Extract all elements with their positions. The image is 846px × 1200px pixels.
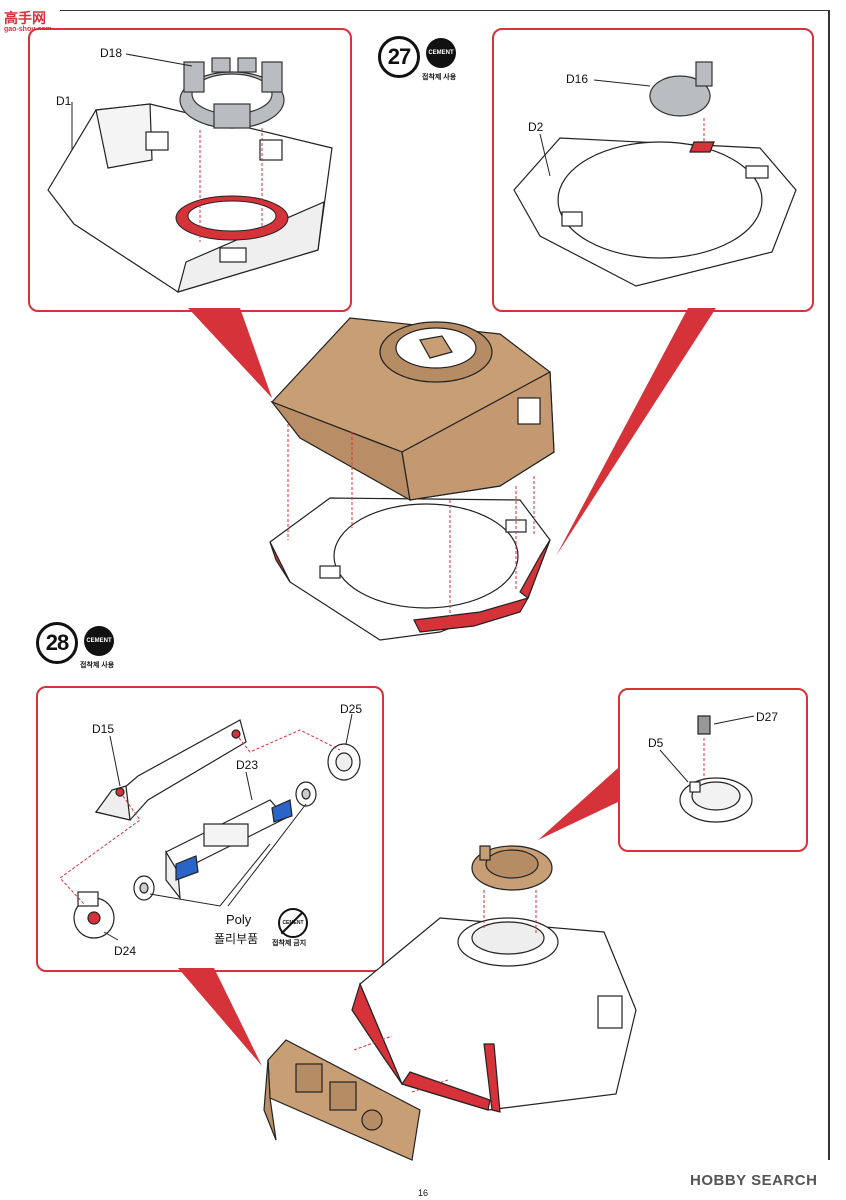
panel-d5-d27 bbox=[618, 688, 808, 852]
cement-badge-28: CEMENT bbox=[86, 638, 112, 644]
leader-poly-1 bbox=[149, 843, 271, 907]
page-number: 16 bbox=[418, 1188, 429, 1198]
leader-poly-2 bbox=[227, 803, 307, 907]
cement-note-27: 접착제 사용 bbox=[422, 74, 457, 81]
label-d5: D5 bbox=[648, 736, 664, 750]
part-d5 bbox=[679, 777, 753, 823]
guide-lines-27 bbox=[287, 424, 535, 622]
assembly-d5-tan bbox=[471, 845, 553, 891]
label-poly-ko: 폴리부품 bbox=[214, 932, 259, 946]
assembly-turret-28 bbox=[351, 917, 637, 1113]
leader-d16 bbox=[593, 79, 651, 87]
page-border-right bbox=[828, 10, 830, 1160]
label-d2: D2 bbox=[528, 120, 544, 134]
watermark-url: gao-shou.com bbox=[4, 26, 52, 33]
assembly-mantlet-tan bbox=[263, 1039, 421, 1161]
callout-pointer-left-28 bbox=[178, 968, 262, 1066]
label-d1: D1 bbox=[56, 94, 72, 108]
cement-icon-28: CEMENT bbox=[84, 626, 114, 656]
leader-d15 bbox=[109, 735, 121, 787]
part-d2-base bbox=[513, 137, 797, 287]
label-poly: Poly bbox=[226, 912, 252, 927]
assembly-turret-body bbox=[270, 317, 555, 502]
leader-d24 bbox=[103, 931, 119, 941]
cement-badge-27: CEMENT bbox=[428, 50, 454, 56]
assembly-base-d2 bbox=[269, 497, 551, 641]
no-cement-badge: CEMENT bbox=[282, 920, 304, 926]
step-28-number: 28 bbox=[36, 622, 78, 664]
part-d25 bbox=[327, 743, 361, 781]
leader-d18 bbox=[125, 53, 193, 67]
page-border-top bbox=[60, 10, 830, 11]
no-cement-note: 접착제 금지 bbox=[272, 940, 307, 947]
leader-d23 bbox=[245, 771, 253, 801]
no-cement-icon: CEMENT bbox=[278, 908, 308, 938]
leader-d5 bbox=[659, 749, 689, 783]
leader-d25 bbox=[345, 713, 353, 745]
callout-pointer-right-27 bbox=[556, 308, 716, 556]
label-d24: D24 bbox=[114, 944, 137, 958]
part-d1-ring-red bbox=[175, 195, 289, 241]
part-d23 bbox=[165, 799, 293, 900]
guide-lines-28 bbox=[353, 890, 537, 1093]
step-27-number: 27 bbox=[378, 36, 420, 78]
part-d18-ring bbox=[179, 57, 285, 129]
leader-d27 bbox=[713, 715, 755, 725]
leader-d2 bbox=[539, 133, 551, 177]
label-d16: D16 bbox=[566, 72, 589, 86]
part-d16 bbox=[649, 61, 713, 117]
site-watermark: 高手网 gao-shou.com bbox=[4, 8, 52, 33]
hobby-search-logo: HOBBY SEARCH bbox=[690, 1172, 818, 1189]
watermark-site: 高手网 bbox=[4, 10, 46, 26]
part-d27 bbox=[697, 715, 711, 735]
guide-lines-d18 bbox=[199, 128, 263, 242]
callout-pointer-right-28 bbox=[538, 768, 618, 840]
part-d24 bbox=[73, 891, 115, 939]
callout-pointer-left-27 bbox=[188, 308, 272, 398]
label-d25: D25 bbox=[340, 702, 363, 716]
label-d18: D18 bbox=[100, 46, 123, 60]
part-d1-shell bbox=[47, 103, 333, 293]
cement-note-28: 접착제 사용 bbox=[80, 662, 115, 669]
label-d15: D15 bbox=[92, 722, 115, 736]
guide-lines-28-left bbox=[59, 729, 341, 905]
label-d27: D27 bbox=[756, 710, 779, 724]
part-d15-mantlet-shell bbox=[94, 719, 247, 821]
cement-icon-27: CEMENT bbox=[426, 38, 456, 68]
label-d23: D23 bbox=[236, 758, 259, 772]
part-poly-caps bbox=[133, 781, 317, 901]
